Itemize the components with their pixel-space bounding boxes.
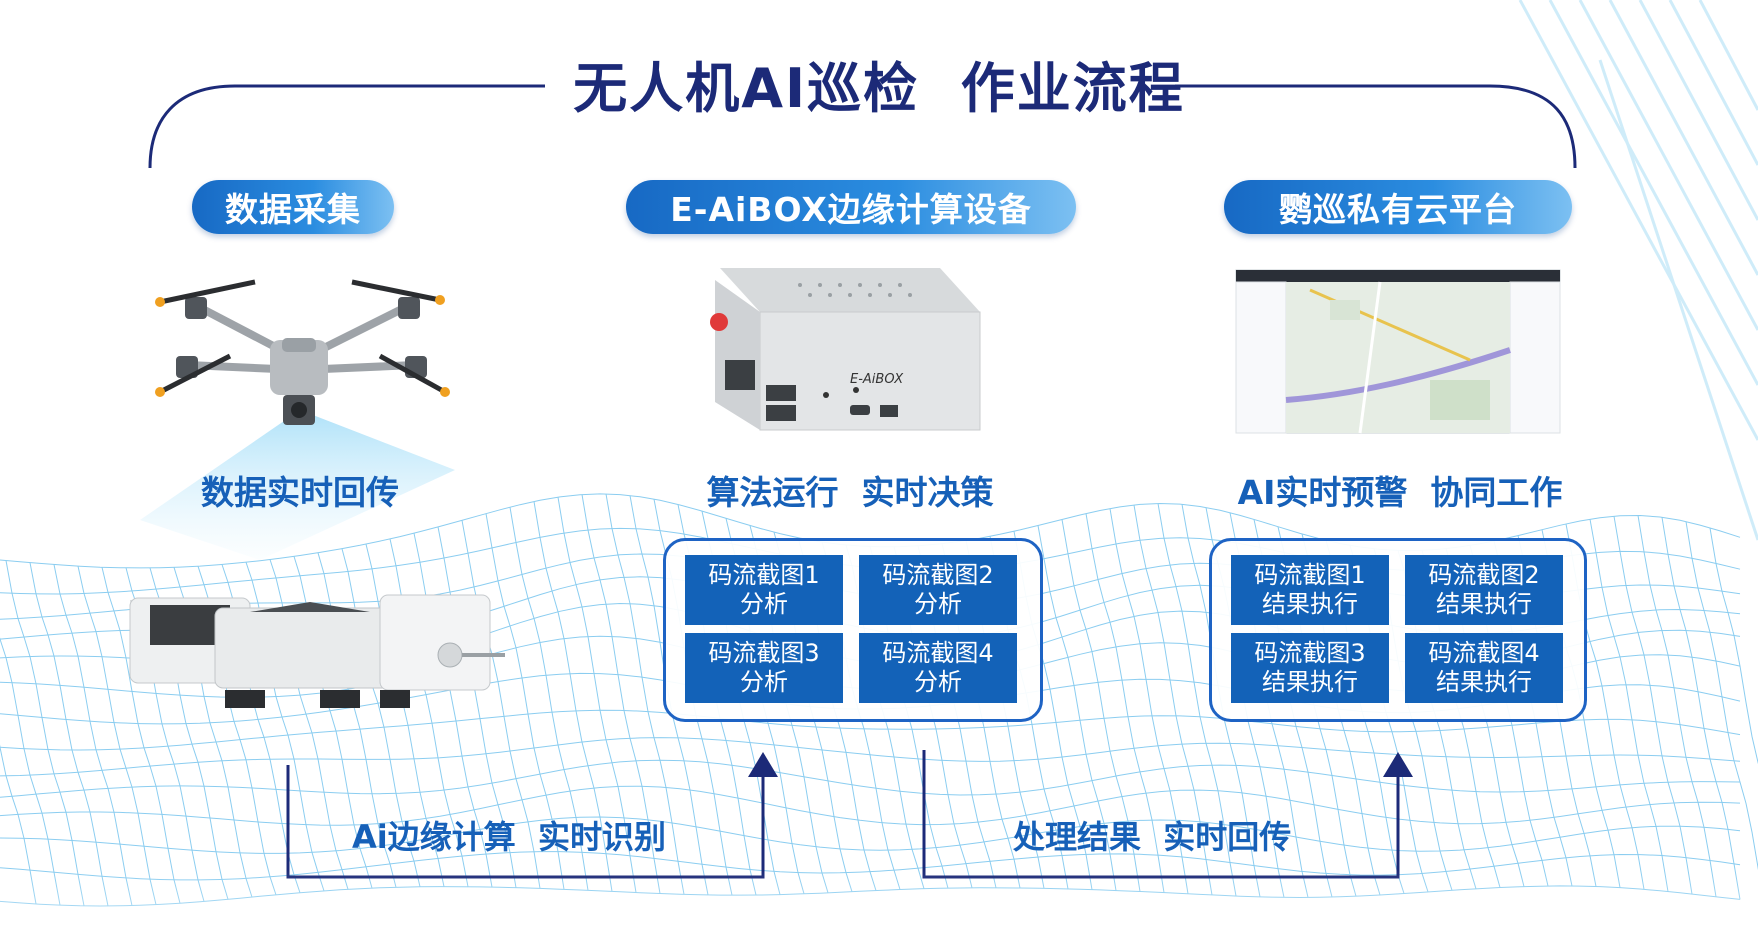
- cell-subtitle: 分析: [740, 668, 788, 696]
- cell-title: 码流截图1: [708, 561, 820, 589]
- caption-algorithm: 算法运行 实时决策: [706, 473, 994, 512]
- cell-title: 码流截图3: [1254, 639, 1366, 667]
- analysis-cell-3: 码流截图3 分析: [685, 633, 843, 703]
- flow-label-edge-compute: Ai边缘计算 实时识别: [352, 818, 667, 856]
- caption-ai-warning: AI实时预警 协同工作: [1237, 473, 1563, 512]
- camera-beam: [140, 410, 455, 560]
- result-cell-2: 码流截图2 结果执行: [1405, 555, 1563, 625]
- cell-subtitle: 分析: [914, 590, 962, 618]
- cell-title: 码流截图2: [1428, 561, 1540, 589]
- drone-illustration: [155, 279, 450, 425]
- page-title: 无人机AI巡检 作业流程: [573, 57, 1185, 120]
- title-arc: [148, 84, 1577, 169]
- cell-subtitle: 结果执行: [1436, 668, 1532, 696]
- cell-title: 码流截图2: [882, 561, 994, 589]
- result-cell-4: 码流截图4 结果执行: [1405, 633, 1563, 703]
- analysis-panel: 码流截图1 分析 码流截图2 分析 码流截图3 分析 码流截图4 分析: [663, 538, 1043, 722]
- caption-data-return: 数据实时回传: [201, 473, 399, 512]
- platform-screenshot-illustration: [1235, 269, 1561, 434]
- analysis-cell-4: 码流截图4 分析: [859, 633, 1017, 703]
- diagonal-lines-decoration: [1518, 0, 1758, 541]
- result-cell-3: 码流截图3 结果执行: [1231, 633, 1389, 703]
- result-panel: 码流截图1 结果执行 码流截图2 结果执行 码流截图3 结果执行 码流截图4 结…: [1209, 538, 1587, 722]
- flow-label-result-return: 处理结果 实时回传: [1013, 818, 1292, 856]
- heading-data-collection: 数据采集: [192, 180, 394, 234]
- cell-subtitle: 分析: [914, 668, 962, 696]
- heading-cloud-platform: 鹦巡私有云平台: [1224, 180, 1572, 234]
- arrowhead-right: [1383, 752, 1413, 777]
- aibox-device-illustration: [710, 268, 981, 431]
- arrowhead-left: [748, 752, 778, 777]
- result-cell-1: 码流截图1 结果执行: [1231, 555, 1389, 625]
- cell-title: 码流截图3: [708, 639, 820, 667]
- cell-subtitle: 分析: [740, 590, 788, 618]
- cell-subtitle: 结果执行: [1262, 668, 1358, 696]
- cell-subtitle: 结果执行: [1436, 590, 1532, 618]
- heading-aibox: E-AiBOX边缘计算设备: [626, 180, 1076, 234]
- cell-title: 码流截图4: [1428, 639, 1540, 667]
- cell-title: 码流截图1: [1254, 561, 1366, 589]
- cell-title: 码流截图4: [882, 639, 994, 667]
- dock-illustration: [129, 594, 505, 708]
- aibox-device-label: E-AiBOX: [850, 372, 904, 387]
- analysis-cell-1: 码流截图1 分析: [685, 555, 843, 625]
- cell-subtitle: 结果执行: [1262, 590, 1358, 618]
- analysis-cell-2: 码流截图2 分析: [859, 555, 1017, 625]
